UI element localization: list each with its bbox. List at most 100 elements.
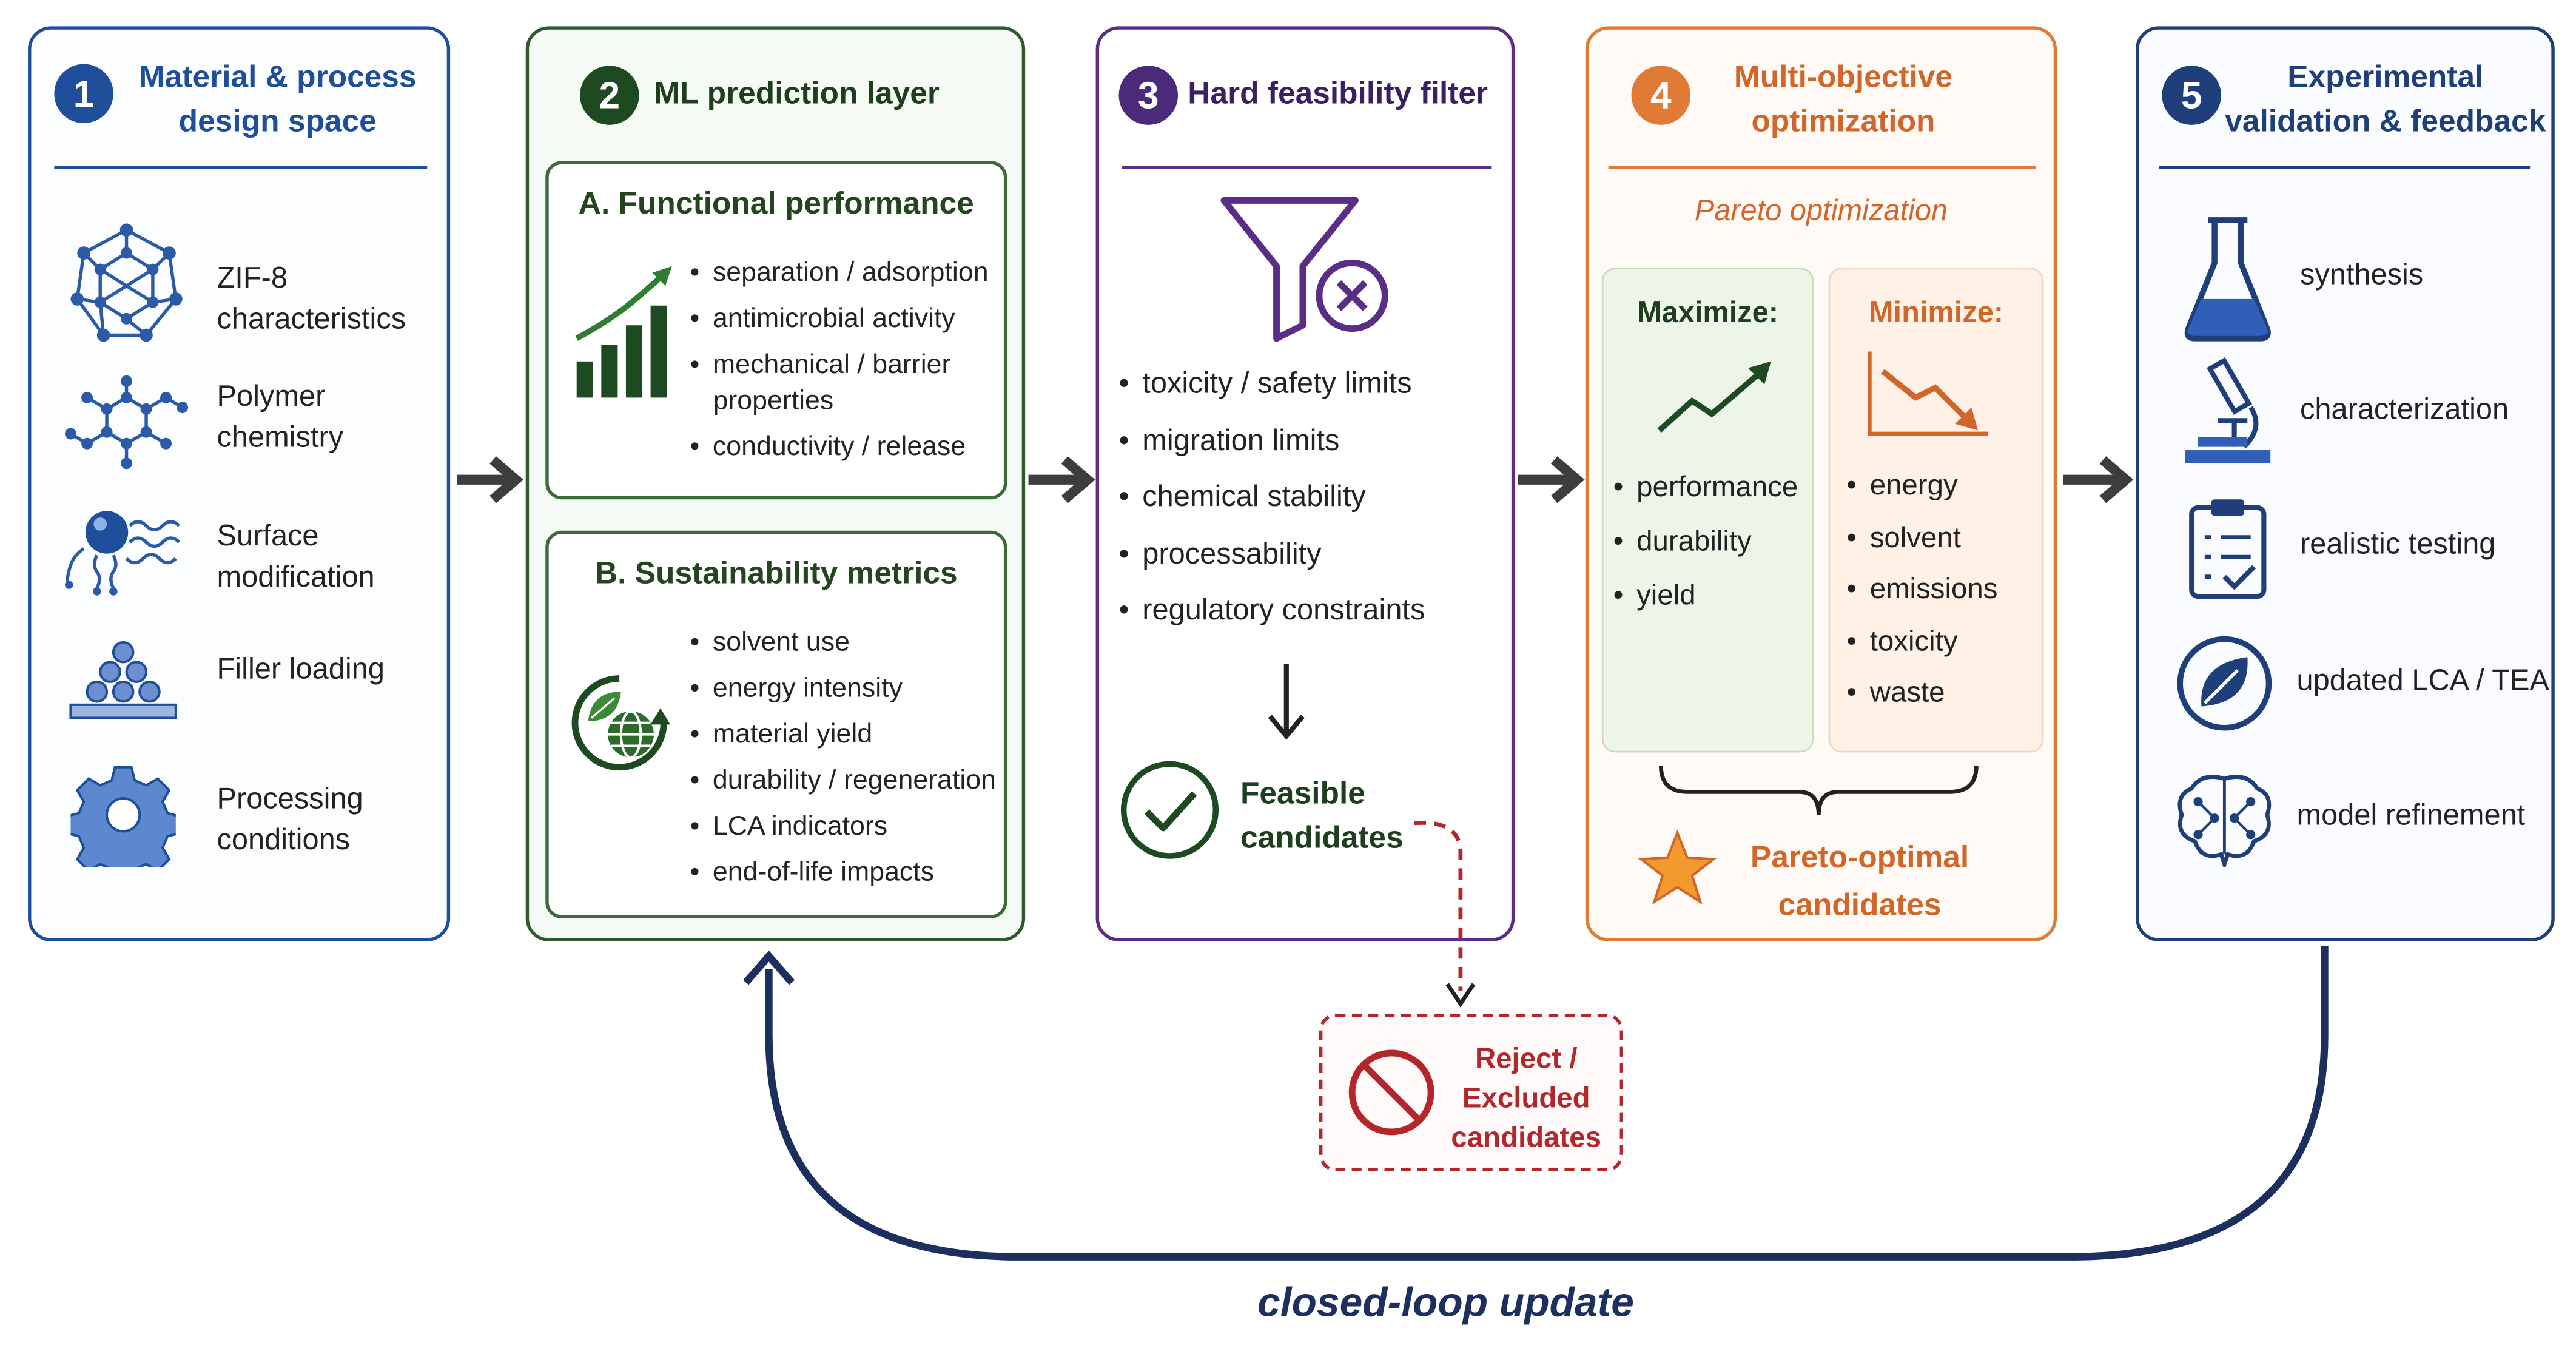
validation-item-characterization-label: characterization — [2299, 392, 2509, 426]
functional-bullet: separation / adsorption — [690, 250, 1019, 296]
flow-arrow-4-to-5 — [2063, 456, 2134, 503]
maximize-list: performance durability yield — [1613, 460, 1819, 622]
validation-item-synthesis-label: synthesis — [2299, 258, 2424, 291]
flask-icon — [2184, 217, 2271, 342]
validation-item-testing-label: realistic testing — [2299, 527, 2496, 561]
trend-up-icon — [1657, 361, 1771, 433]
funnel-reject-icon — [1220, 197, 1388, 342]
feasible-candidates-label: Feasible candidates — [1240, 776, 1404, 856]
functional-performance-list: separation / adsorption antimicrobial ac… — [690, 250, 1019, 470]
functional-bullet-continuation: properties — [713, 386, 834, 416]
closed-loop-arrow — [743, 946, 2329, 1261]
sustainability-metrics-title: B. Sustainability metrics — [594, 557, 958, 591]
panel-4-divider — [1608, 166, 2036, 169]
panel-design-space: 1 Material & process design space Z — [28, 26, 451, 941]
prohibited-icon — [1348, 1049, 1434, 1136]
step-number-2: 2 — [580, 66, 639, 125]
panel-4-title: Multi-objective optimization — [1734, 61, 1953, 140]
maximize-title: Maximize: — [1637, 295, 1779, 329]
maximize-box: Maximize: performance durability yield — [1601, 268, 1814, 753]
panel-2-title: ML prediction layer — [654, 77, 940, 112]
step-number-4: 4 — [1631, 66, 1691, 125]
growth-bar-chart-icon — [575, 266, 672, 398]
gear-icon — [70, 766, 176, 867]
feasibility-constraints-list: toxicity / safety limits migration limit… — [1119, 355, 1505, 638]
functional-bullet: mechanical / barrier properties — [690, 346, 1019, 419]
panel-3-title: Hard feasibility filter — [1188, 77, 1488, 112]
functional-performance-title: A. Functional performance — [578, 187, 974, 222]
closed-loop-label: closed-loop update — [1257, 1279, 1634, 1326]
design-item-surface-label: Surface modification — [217, 519, 375, 593]
panel-3-divider — [1122, 166, 1492, 169]
flow-arrow-2-to-3 — [1028, 456, 1095, 503]
functional-bullet: antimicrobial activity — [690, 295, 1019, 342]
design-item-polymer-label: Polymer chemistry — [217, 379, 344, 454]
merge-brace — [1658, 765, 1979, 815]
flow-arrow-3-to-4 — [1518, 456, 1585, 503]
constraint-bullet: toxicity / safety limits — [1119, 355, 1505, 411]
panel-5-divider — [2159, 166, 2531, 169]
design-item-zif8-label: ZIF-8 characteristics — [217, 261, 406, 335]
panel-feasibility-filter: 3 Hard feasibility filter toxicity / saf… — [1095, 26, 1515, 941]
reject-dashed-arrow — [1414, 820, 1476, 1008]
panel-ml-prediction: 2 ML prediction layer A. Functional perf… — [525, 26, 1026, 941]
sustainability-metrics-list: solvent use energy intensity material yi… — [690, 619, 1019, 895]
step-number-3: 3 — [1118, 66, 1179, 125]
design-item-filler-label: Filler loading — [217, 652, 385, 685]
sustainability-bullet: durability / regeneration — [690, 757, 1019, 803]
minimize-bullet: energy — [1846, 460, 2043, 511]
validation-item-lca-label: updated LCA / TEA — [2296, 664, 2550, 697]
sustainability-metrics-box: B. Sustainability metrics solvent use en… — [545, 530, 1007, 918]
trend-down-icon — [1867, 351, 1988, 436]
panel-1-title: Material & process design space — [138, 61, 417, 140]
sustainability-bullet: end-of-life impacts — [690, 849, 1019, 895]
maximize-bullet: performance — [1613, 460, 1819, 514]
clipboard-checklist-icon — [2189, 499, 2267, 599]
sustainability-bullet: solvent use — [690, 619, 1019, 665]
reject-candidates-label: Reject / Excluded candidates — [1451, 1042, 1602, 1154]
functional-bullet: conductivity / release — [690, 424, 1019, 470]
reject-candidates-box: Reject / Excluded candidates — [1319, 1013, 1624, 1171]
star-icon — [1638, 829, 1717, 905]
panel-experimental-validation: 5 Experimental validation & feedback syn… — [2136, 26, 2555, 941]
minimize-title: Minimize: — [1868, 295, 2004, 329]
constraint-bullet: regulatory constraints — [1119, 582, 1505, 638]
panel-1-divider — [54, 166, 428, 169]
constraint-bullet: processability — [1119, 525, 1505, 581]
step-number-1: 1 — [54, 64, 113, 124]
polymer-chain-icon — [64, 375, 189, 470]
pareto-optimization-subtitle: Pareto optimization — [1694, 194, 1948, 227]
check-circle-icon — [1120, 761, 1219, 859]
panel-5-title: Experimental validation & feedback — [2225, 61, 2546, 140]
minimize-bullet: toxicity — [1846, 615, 2043, 667]
maximize-bullet: durability — [1613, 514, 1819, 568]
panel-multi-objective: 4 Multi-objective optimization Pareto op… — [1585, 26, 2057, 941]
minimize-bullet: waste — [1846, 667, 2043, 719]
leaf-circle-icon — [2177, 636, 2272, 731]
surface-molecule-icon — [64, 511, 181, 596]
sustainability-bullet: material yield — [690, 712, 1019, 758]
brain-network-icon — [2177, 775, 2272, 867]
constraint-bullet: migration limits — [1119, 411, 1505, 468]
minimize-list: energy solvent emissions toxicity waste — [1846, 460, 2043, 719]
sustainability-bullet: LCA indicators — [690, 803, 1019, 849]
minimize-bullet: emissions — [1846, 564, 2043, 615]
step-number-5: 5 — [2162, 66, 2221, 125]
zif8-framework-icon — [70, 223, 183, 342]
minimize-bullet: solvent — [1846, 512, 2043, 564]
down-arrow-icon — [1268, 664, 1305, 740]
design-item-processing-label: Processing conditions — [217, 782, 363, 856]
functional-bullet-text: mechanical / barrier — [712, 349, 951, 380]
validation-item-refinement-label: model refinement — [2296, 798, 2526, 832]
leaf-globe-icon — [571, 675, 671, 771]
pareto-optimal-candidates-label: Pareto-optimal candidates — [1750, 841, 1969, 924]
minimize-box: Minimize: energy solvent emissions toxic… — [1828, 268, 2044, 753]
functional-performance-box: A. Functional performance separation / a… — [545, 161, 1007, 500]
filler-stack-icon — [69, 641, 177, 719]
maximize-bullet: yield — [1613, 568, 1819, 622]
sustainability-bullet: energy intensity — [690, 665, 1019, 712]
microscope-icon — [2185, 357, 2271, 463]
constraint-bullet: chemical stability — [1119, 468, 1505, 525]
flow-arrow-1-to-2 — [456, 456, 523, 503]
